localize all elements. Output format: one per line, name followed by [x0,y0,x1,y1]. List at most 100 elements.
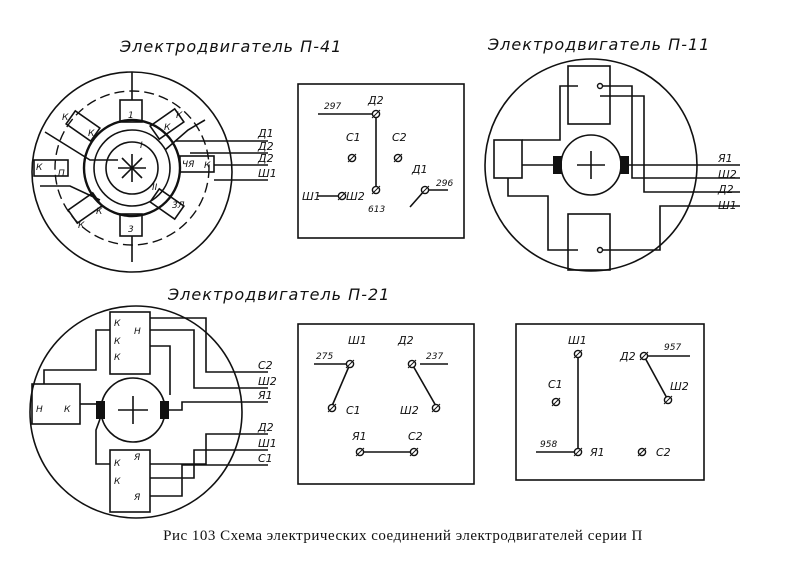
lead-d2-p11 [600,95,690,193]
panel-frame-p11 [515,323,705,481]
pole-label: II [152,183,158,193]
brush-label: К [164,123,171,133]
brush-label: К [78,221,85,231]
lead-sh2-p11 [600,85,690,179]
wire-top-loop-p11 [522,85,578,141]
panel-p11: Ш1 Д2 С1 Ш2 Я1 С2 957 958 [515,323,705,481]
brush-right-p21 [160,401,169,419]
terminal-stud-slash [371,109,381,119]
terminal-label-p21: Д2 [257,421,274,434]
wire-left-loop-p11 [507,178,578,251]
wire-left-b-p41 [40,185,101,201]
pole-top-p11 [567,65,611,125]
link-d2-sh2 [411,363,437,407]
pole-label: I [140,141,143,151]
panel-p41: Д2 С1 С2 Д1 Ш1 Ш2 297 296 613 [297,83,465,239]
pole-label: 3 [128,225,134,235]
diagram-p21: Электродвигатель П-21 С2 Ш2 Я1 Д2 Ш1 С1 … [29,285,389,519]
panel-label: Я1 [351,430,367,443]
terminal-stud-slash [371,185,381,195]
link-sh1-c1 [331,363,351,407]
terminal-label-p11: Я1 [717,152,733,165]
pole-label: 1 [128,111,134,121]
pole-label: 3Л [172,201,185,211]
terminal-label-p41: Ш1 [258,167,277,180]
terminal-stud-slash [407,359,417,369]
panel-label: Ш2 [346,190,365,203]
wire-number: 613 [368,205,385,215]
terminal-studs [327,109,673,457]
panel-label: Ш2 [400,404,419,417]
brush-label: К [114,459,121,469]
terminal-label-p41: Д2 [257,152,274,165]
pole-top-p41 [119,99,143,123]
terminal-stud-slash [327,403,337,413]
terminal-stud-slash [639,351,649,361]
armature-star-icon [118,154,146,182]
diagram-p41: Электродвигатель П-41 Д1 Д2 [31,37,342,273]
terminal-stud-slash [337,191,347,201]
brush-box-lr-p41 [149,187,185,221]
terminal-stud-slash [573,349,583,359]
terminal-stud-slash [345,359,355,369]
brush-left-p21 [96,401,105,419]
lead-sh1-p21 [150,449,268,479]
wire-right-a-p41 [164,119,206,151]
wire-number: 296 [436,179,453,189]
brush-left-p11 [553,156,562,174]
lead-sh2-p21 [150,329,268,389]
pole-top-p21 [109,311,151,375]
wire-number: 957 [664,343,681,353]
panel-p21: Ш1 Д2 С1 Ш2 Я1 С2 275 237 [297,323,475,485]
pole-label: Я [133,493,140,503]
panel-label: С2 [392,131,407,144]
terminal-stud-slash [573,447,583,457]
wire-number: 237 [426,352,443,362]
lead-c1-p21 [150,464,268,497]
title-p41: Электродвигатель П-41 [119,37,342,56]
panel-frame-p41 [297,83,465,239]
brush-label: К [88,129,95,139]
panel-label: Ш2 [670,380,689,393]
panel-label: Ш1 [568,334,587,347]
terminal-label-p21: С2 [258,359,273,372]
wire-number: 958 [540,440,557,450]
frame-circle-p21 [29,305,243,519]
pole-left-p21 [31,383,81,425]
lead-d2-p21 [150,433,268,465]
lead-ya1-p21 [169,401,268,411]
panel-label: Д2 [397,334,414,347]
pole-bottom-p11 [567,213,611,271]
inner-ring-p41 [93,129,171,207]
terminal-stud-slash [420,185,430,195]
brush-label: К [204,161,211,171]
wire-inner-p21 [150,345,171,395]
wire-left-a-p41 [44,131,118,161]
terminal-stud-slash [355,447,365,457]
terminal-stud-slash [551,397,561,407]
pole-label: П [58,169,65,179]
brush-label: К [114,477,121,487]
brush-label: К [176,111,183,121]
pole-label: Н [134,327,141,337]
panel-frame-p21 [297,323,475,485]
terminal-label-p11: Ш2 [718,168,737,181]
terminal-label-p41: Д2 [257,140,274,153]
wire-bottom-loop-p21 [95,418,110,465]
pole-left-p11 [493,139,523,179]
figure-caption: Рис 103 Схема электрических соединений э… [163,528,643,544]
lead-sh1-p11 [600,205,690,251]
armature-p41 [105,141,159,195]
brush-label: К [36,163,43,173]
title-p11: Электродвигатель П-11 [487,35,710,54]
terminal-label-p21: Ш2 [258,375,277,388]
panel-label: С1 [548,378,563,391]
pole-label: Я [133,453,140,463]
lead-c2-p21 [150,317,268,373]
brush-box-left-p41 [33,159,69,177]
brush-label: К [96,207,103,217]
brush-box-right-p41 [179,155,215,173]
terminal-stud-slash [393,153,403,163]
terminal-label-p11: Д2 [717,183,734,196]
